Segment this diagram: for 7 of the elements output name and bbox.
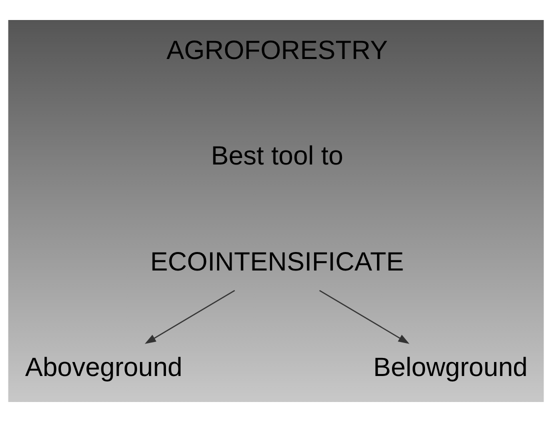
arrow — [144, 290, 235, 344]
arrow — [319, 290, 410, 344]
node-text: ECOINTENSIFICATE — [150, 246, 404, 276]
node-text: Belowground — [373, 352, 528, 382]
node-text: Aboveground — [25, 352, 182, 382]
label: AGROFORESTRY — [166, 34, 388, 64]
label: Best tool to — [210, 140, 344, 170]
